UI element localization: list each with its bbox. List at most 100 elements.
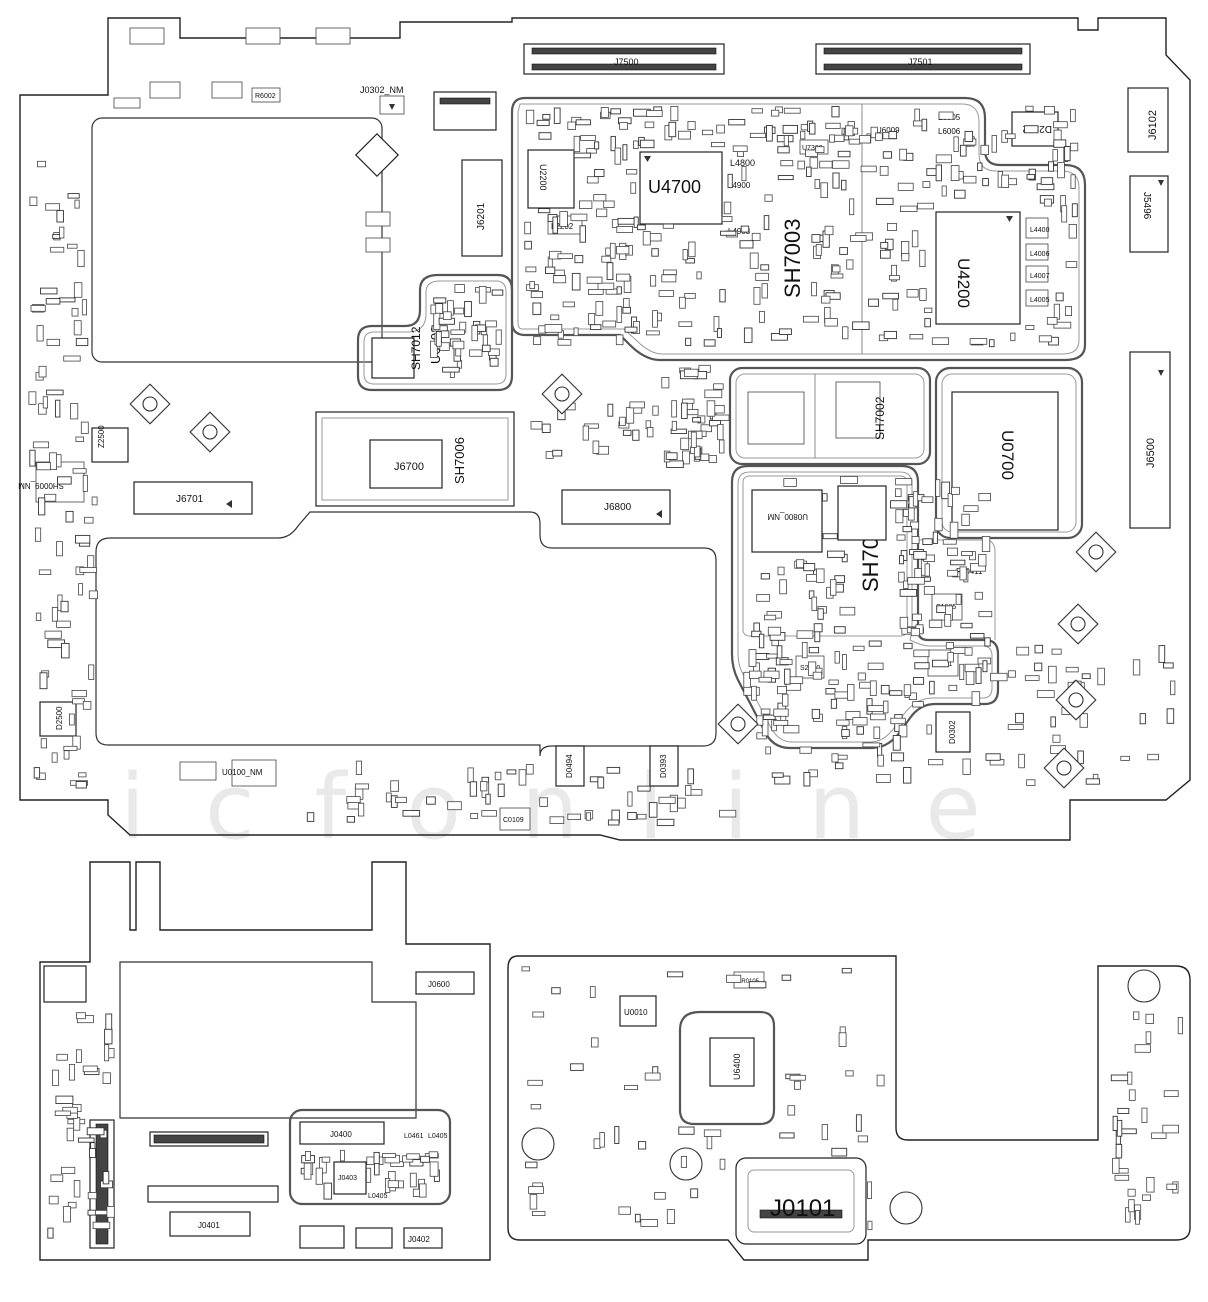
smd-component <box>687 121 696 131</box>
smd-component <box>868 640 882 647</box>
smd-component <box>766 125 773 142</box>
smd-component <box>913 120 924 127</box>
smd-component <box>481 344 491 353</box>
smd-component <box>1065 666 1079 673</box>
smd-component <box>346 816 355 823</box>
smd-component <box>838 1032 847 1047</box>
smd-component <box>1052 734 1061 743</box>
smd-component <box>841 179 847 191</box>
smd-component <box>614 1126 620 1144</box>
smd-component <box>909 333 924 340</box>
smd-component <box>1115 1143 1123 1159</box>
smd-component <box>537 208 551 214</box>
smd-component <box>65 510 74 523</box>
smd-component <box>1046 317 1058 325</box>
smd-component <box>481 810 497 817</box>
smd-component <box>829 134 835 143</box>
smd-component <box>834 691 849 699</box>
smd-component <box>28 391 37 405</box>
smd-component <box>825 688 836 695</box>
ic-u4200: U4200 <box>935 211 1021 325</box>
smd-component <box>668 121 677 138</box>
smd-component <box>38 365 47 378</box>
shield-j0403 <box>288 1108 452 1206</box>
smd-component <box>489 357 499 367</box>
smd-component <box>924 318 931 328</box>
smd-component <box>67 1201 77 1209</box>
svg-text:L4006: L4006 <box>1030 251 1050 258</box>
smd-component <box>978 611 993 618</box>
shield-sh7002 <box>728 366 932 466</box>
smd-component <box>716 124 725 134</box>
smd-component <box>740 225 750 233</box>
ic-u2200: U2200 <box>527 149 575 209</box>
smd-component <box>30 304 46 312</box>
smd-component <box>875 132 883 141</box>
smd-component <box>955 594 962 605</box>
smd-component <box>762 714 776 720</box>
smd-component <box>1085 778 1100 785</box>
smd-component <box>639 139 655 149</box>
smd-component <box>1053 139 1067 148</box>
smd-component <box>867 705 886 712</box>
smd-component <box>304 1151 311 1161</box>
smd-component <box>959 144 967 157</box>
smd-component <box>1068 223 1077 239</box>
smd-component <box>1048 161 1054 172</box>
smd-component <box>553 275 567 284</box>
sh7003-small-parts <box>524 105 1079 348</box>
smd-component <box>394 796 407 803</box>
smd-component <box>1026 174 1035 180</box>
connector-j7500: J7500 <box>523 43 725 75</box>
smd-component <box>704 389 723 399</box>
smd-component <box>706 1135 713 1150</box>
svg-text:C0109: C0109 <box>503 817 524 824</box>
smd-component <box>63 355 81 362</box>
smd-component <box>815 244 822 256</box>
smd-component <box>974 591 983 600</box>
antenna-contact <box>1075 531 1117 573</box>
smd-component <box>912 613 922 621</box>
smd-component <box>910 521 920 530</box>
smd-component <box>784 668 791 685</box>
smd-component <box>912 701 924 708</box>
smd-component <box>105 1013 113 1032</box>
svg-text:U4700: U4700 <box>648 177 701 197</box>
smd-component <box>618 1206 631 1215</box>
smd-component <box>783 135 789 147</box>
smd-component <box>713 405 725 414</box>
smd-component <box>922 538 933 545</box>
smd-component <box>922 181 931 188</box>
smd-component <box>1127 1188 1136 1197</box>
smd-component <box>760 708 771 715</box>
smd-component <box>1166 1183 1178 1190</box>
sub-board-right-outline <box>507 955 1191 1261</box>
smd-component <box>935 479 941 497</box>
smd-component <box>596 208 608 218</box>
smd-component <box>965 671 975 686</box>
smd-component <box>1125 1207 1131 1223</box>
smd-component <box>557 339 572 346</box>
svg-text:CR0105: CR0105 <box>737 979 760 985</box>
smd-component <box>1135 1210 1140 1225</box>
smd-component <box>875 197 894 205</box>
smd-component <box>914 662 930 670</box>
smd-component <box>982 660 988 673</box>
smd-component <box>903 767 912 784</box>
smd-component <box>716 328 722 338</box>
smd-component <box>551 987 561 995</box>
smd-component <box>570 1063 584 1071</box>
smd-component <box>650 275 657 287</box>
smd-component <box>469 781 478 797</box>
smd-component <box>882 292 899 300</box>
smd-component <box>528 1186 544 1194</box>
smd-component <box>728 119 746 126</box>
sub-board-left-cutout <box>119 961 417 1119</box>
smd-component <box>104 1028 113 1045</box>
smd-component <box>321 1156 331 1163</box>
smd-component <box>719 809 737 818</box>
smd-component <box>694 445 701 458</box>
smd-component <box>839 606 856 616</box>
smd-component <box>765 746 771 755</box>
smd-component <box>702 129 714 136</box>
